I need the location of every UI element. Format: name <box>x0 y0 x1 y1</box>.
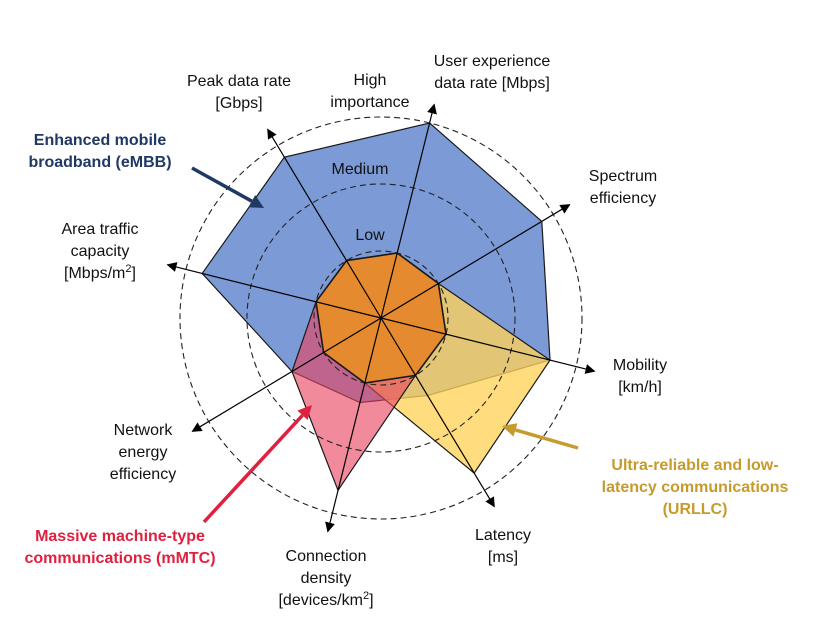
axis-label-5-line: Network <box>114 422 174 439</box>
level-label-low: Low <box>355 227 385 244</box>
axis-label-0: User experience data rate [Mbps] <box>434 53 551 92</box>
series-callout-1-line: (URLLC) <box>663 501 728 518</box>
axis-label-6-line: [Mbps/m2] <box>64 263 136 282</box>
level-label-high-line: High <box>354 72 387 89</box>
axis-label-6-line: capacity <box>71 243 130 260</box>
axis-label-3-line: Latency <box>475 527 531 544</box>
axis-label-4-line: [devices/km2] <box>278 590 373 609</box>
axis-spoke-6 <box>166 262 382 319</box>
series-callout-1: Ultra-reliable and low-latency communica… <box>602 457 789 518</box>
series-arrowhead-0 <box>248 195 264 208</box>
axis-label-1-line: Spectrum <box>589 168 657 185</box>
level-circle-1 <box>246 183 516 453</box>
series-callout-1-line: Ultra-reliable and low- <box>611 457 778 474</box>
axis-label-3: Latency [ms] <box>475 527 531 566</box>
axis-label-7-line: [Gbps] <box>215 95 262 112</box>
axis-label-2-line: Mobility <box>613 357 667 374</box>
axis-label-6-line: Area traffic <box>61 221 138 238</box>
axis-label-0-line: data rate [Mbps] <box>434 75 550 92</box>
axis-spoke-7 <box>267 128 382 319</box>
series-callout-0-line: Enhanced mobile <box>34 132 167 149</box>
axis-label-1-line: efficiency <box>590 190 656 207</box>
axis-label-2-line: [km/h] <box>618 379 662 396</box>
axis-spoke-3 <box>380 317 495 508</box>
series-callout-0: Enhanced mobile broadband (eMBB) <box>28 132 171 171</box>
level-label-medium-line: Medium <box>332 161 389 178</box>
axis-label-4-line: density <box>301 570 352 587</box>
axis-spoke-2 <box>380 317 596 374</box>
series-callout-1-line: latency communications <box>602 479 789 496</box>
series-arrow-0 <box>191 166 253 203</box>
series-callout-2-line: Massive machine-type <box>35 528 205 545</box>
level-label-high: High importance <box>330 72 409 111</box>
axis-label-5: Network energy efficiency <box>110 422 176 483</box>
axis-label-2: Mobility [km/h] <box>613 357 667 396</box>
axis-label-4: Connection density [devices/km2] <box>278 548 373 609</box>
series-arrowhead-1 <box>502 423 518 437</box>
axis-spoke-5 <box>191 317 382 432</box>
axis-label-3-line: [ms] <box>488 549 518 566</box>
axis-spoke-0 <box>380 103 437 319</box>
level-circle-2 <box>179 116 583 520</box>
axis-label-5-line: efficiency <box>110 466 176 483</box>
series-arrow-2 <box>202 414 304 524</box>
axis-label-7-line: Peak data rate <box>187 73 291 90</box>
level-circle-0 <box>313 250 449 386</box>
axis-label-0-line: User experience <box>434 53 551 70</box>
axis-spoke-1 <box>380 204 571 319</box>
axis-label-4-line: Connection <box>286 548 367 565</box>
level-label-medium: Medium <box>332 161 389 178</box>
axis-label-7: Peak data rate [Gbps] <box>187 73 291 112</box>
axis-label-6: Area traffic capacity [Mbps/m2] <box>61 221 138 282</box>
series-callout-0-line: broadband (eMBB) <box>28 154 171 171</box>
level-label-high-line: importance <box>330 94 409 111</box>
axis-label-1: Spectrum efficiency <box>589 168 657 207</box>
series-callout-2: Massive machine-type communications (mMTC… <box>24 528 215 567</box>
series-arrowhead-2 <box>297 405 312 420</box>
series-arrow-1 <box>514 428 579 450</box>
series-callout-2-line: communications (mMTC) <box>24 550 215 567</box>
axis-label-5-line: energy <box>119 444 168 461</box>
axis-spoke-4 <box>325 317 382 533</box>
